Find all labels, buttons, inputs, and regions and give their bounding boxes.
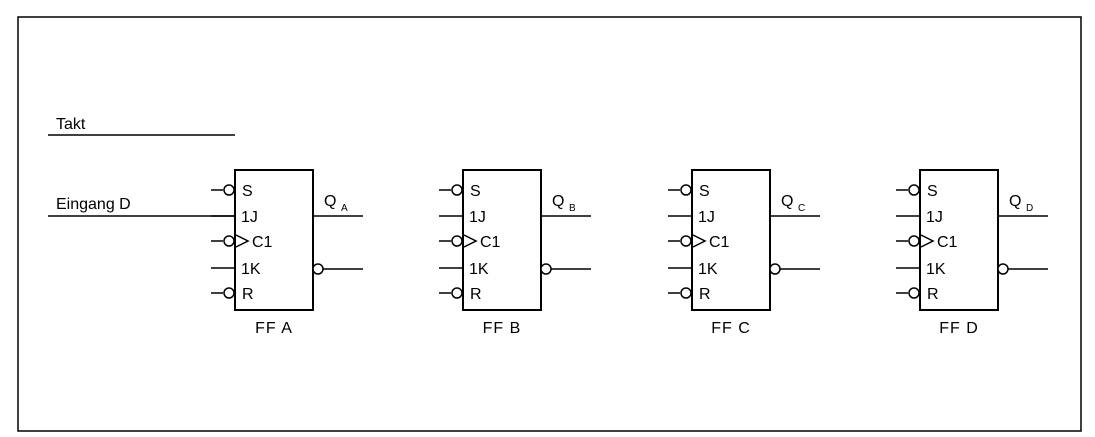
reset-inversion-bubble xyxy=(680,287,692,299)
pin-label-s: S xyxy=(927,183,938,200)
clock-inversion-bubble xyxy=(908,235,920,247)
flipflop-body xyxy=(234,169,314,311)
set-inversion-bubble xyxy=(680,184,692,196)
set-inversion-bubble xyxy=(908,184,920,196)
q-output-label: Q xyxy=(552,193,564,210)
flipflop-body xyxy=(462,169,542,311)
q-output-subscript: B xyxy=(569,203,576,214)
reset-inversion-bubble xyxy=(908,287,920,299)
clock-edge-triangle xyxy=(235,234,250,248)
pin-label-1j: 1J xyxy=(698,209,715,226)
q-output-subscript: C xyxy=(798,203,805,214)
clock-inversion-bubble xyxy=(680,235,692,247)
reset-inversion-bubble xyxy=(223,287,235,299)
flipflop-name: FF B xyxy=(483,320,522,337)
pin-label-1k: 1K xyxy=(469,261,489,278)
set-inversion-bubble xyxy=(451,184,463,196)
diagram-frame xyxy=(17,16,1082,432)
qbar-inversion-bubble xyxy=(769,263,781,275)
q-output-subscript: D xyxy=(1026,203,1033,214)
set-inversion-bubble xyxy=(223,184,235,196)
pin-label-c1: C1 xyxy=(252,234,273,251)
pin-label-r: R xyxy=(242,286,254,303)
flipflop-body xyxy=(919,169,999,311)
qbar-inversion-bubble xyxy=(540,263,552,275)
pin-label-1j: 1J xyxy=(926,209,943,226)
pin-label-1j: 1J xyxy=(241,209,258,226)
pin-label-s: S xyxy=(699,183,710,200)
pin-label-1k: 1K xyxy=(926,261,946,278)
clock-edge-triangle xyxy=(920,234,935,248)
pin-label-1k: 1K xyxy=(241,261,261,278)
flipflop-name: FF A xyxy=(255,320,293,337)
pin-label-s: S xyxy=(470,183,481,200)
pin-label-s: S xyxy=(242,183,253,200)
clock-label: Takt xyxy=(56,116,86,133)
flipflop-name: FF D xyxy=(939,320,979,337)
pin-label-1k: 1K xyxy=(698,261,718,278)
qbar-inversion-bubble xyxy=(312,263,324,275)
reset-inversion-bubble xyxy=(451,287,463,299)
q-output-label: Q xyxy=(781,193,793,210)
clock-inversion-bubble xyxy=(223,235,235,247)
clock-edge-triangle xyxy=(463,234,478,248)
pin-label-r: R xyxy=(470,286,482,303)
data-input-label: Eingang D xyxy=(56,196,131,213)
pin-label-r: R xyxy=(699,286,711,303)
flipflop-name: FF C xyxy=(711,320,751,337)
pin-label-c1: C1 xyxy=(709,234,730,251)
q-output-label: Q xyxy=(1009,193,1021,210)
pin-label-r: R xyxy=(927,286,939,303)
q-output-subscript: A xyxy=(341,203,348,214)
pin-label-1j: 1J xyxy=(469,209,486,226)
qbar-inversion-bubble xyxy=(997,263,1009,275)
flipflop-body xyxy=(691,169,771,311)
clock-inversion-bubble xyxy=(451,235,463,247)
pin-label-c1: C1 xyxy=(937,234,958,251)
pin-label-c1: C1 xyxy=(480,234,501,251)
q-output-label: Q xyxy=(324,193,336,210)
clock-edge-triangle xyxy=(692,234,707,248)
